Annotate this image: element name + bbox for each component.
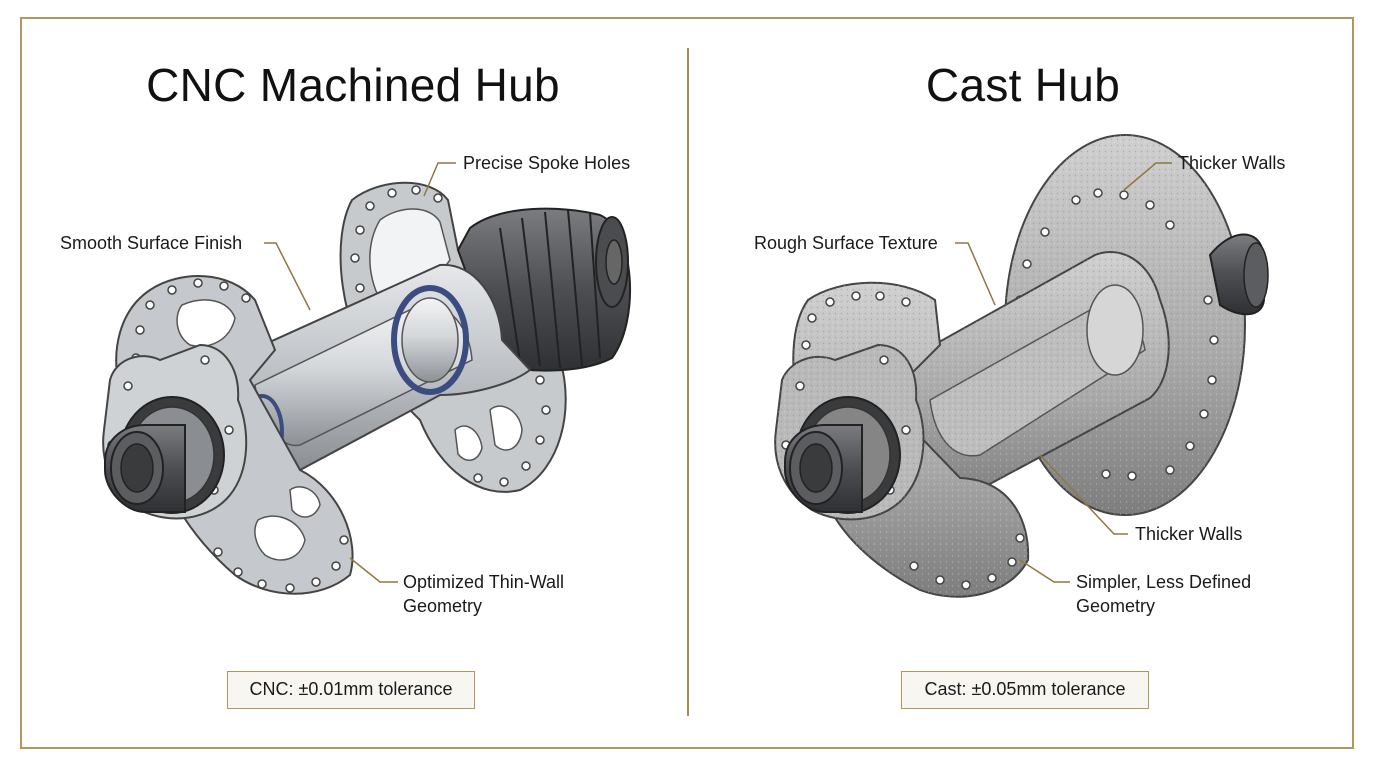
cast-label-walls-top: Thicker Walls — [1178, 153, 1286, 173]
cast-label-walls-bottom: Thicker Walls — [1135, 524, 1243, 544]
panel-divider — [687, 48, 689, 716]
cast-tolerance-box: Cast: ±0.05mm tolerance — [901, 671, 1149, 709]
cnc-bearing-right — [391, 285, 469, 395]
cnc-hub-drawing — [102, 181, 632, 595]
cast-leader-lines — [955, 162, 1172, 583]
cnc-label-geometry-line1: Optimized Thin-Wall — [403, 572, 565, 592]
cast-hub-drawing — [774, 134, 1269, 598]
cnc-tolerance-box: CNC: ±0.01mm tolerance — [227, 671, 475, 709]
cnc-label-surface-finish: Smooth Surface Finish — [60, 233, 243, 253]
cnc-label-spoke-holes: Precise Spoke Holes — [463, 153, 631, 173]
cnc-label-geometry-line2: Geometry — [403, 596, 483, 616]
cast-label-geometry-line2: Geometry — [1076, 596, 1156, 616]
cast-label-geometry-line1: Simpler, Less Defined — [1076, 572, 1252, 592]
cnc-leader-lines — [264, 162, 456, 583]
cast-hub-title: Cast Hub — [925, 59, 1121, 111]
cnc-hub-title: CNC Machined Hub — [146, 59, 560, 111]
cast-label-surface-texture: Rough Surface Texture — [754, 233, 938, 253]
